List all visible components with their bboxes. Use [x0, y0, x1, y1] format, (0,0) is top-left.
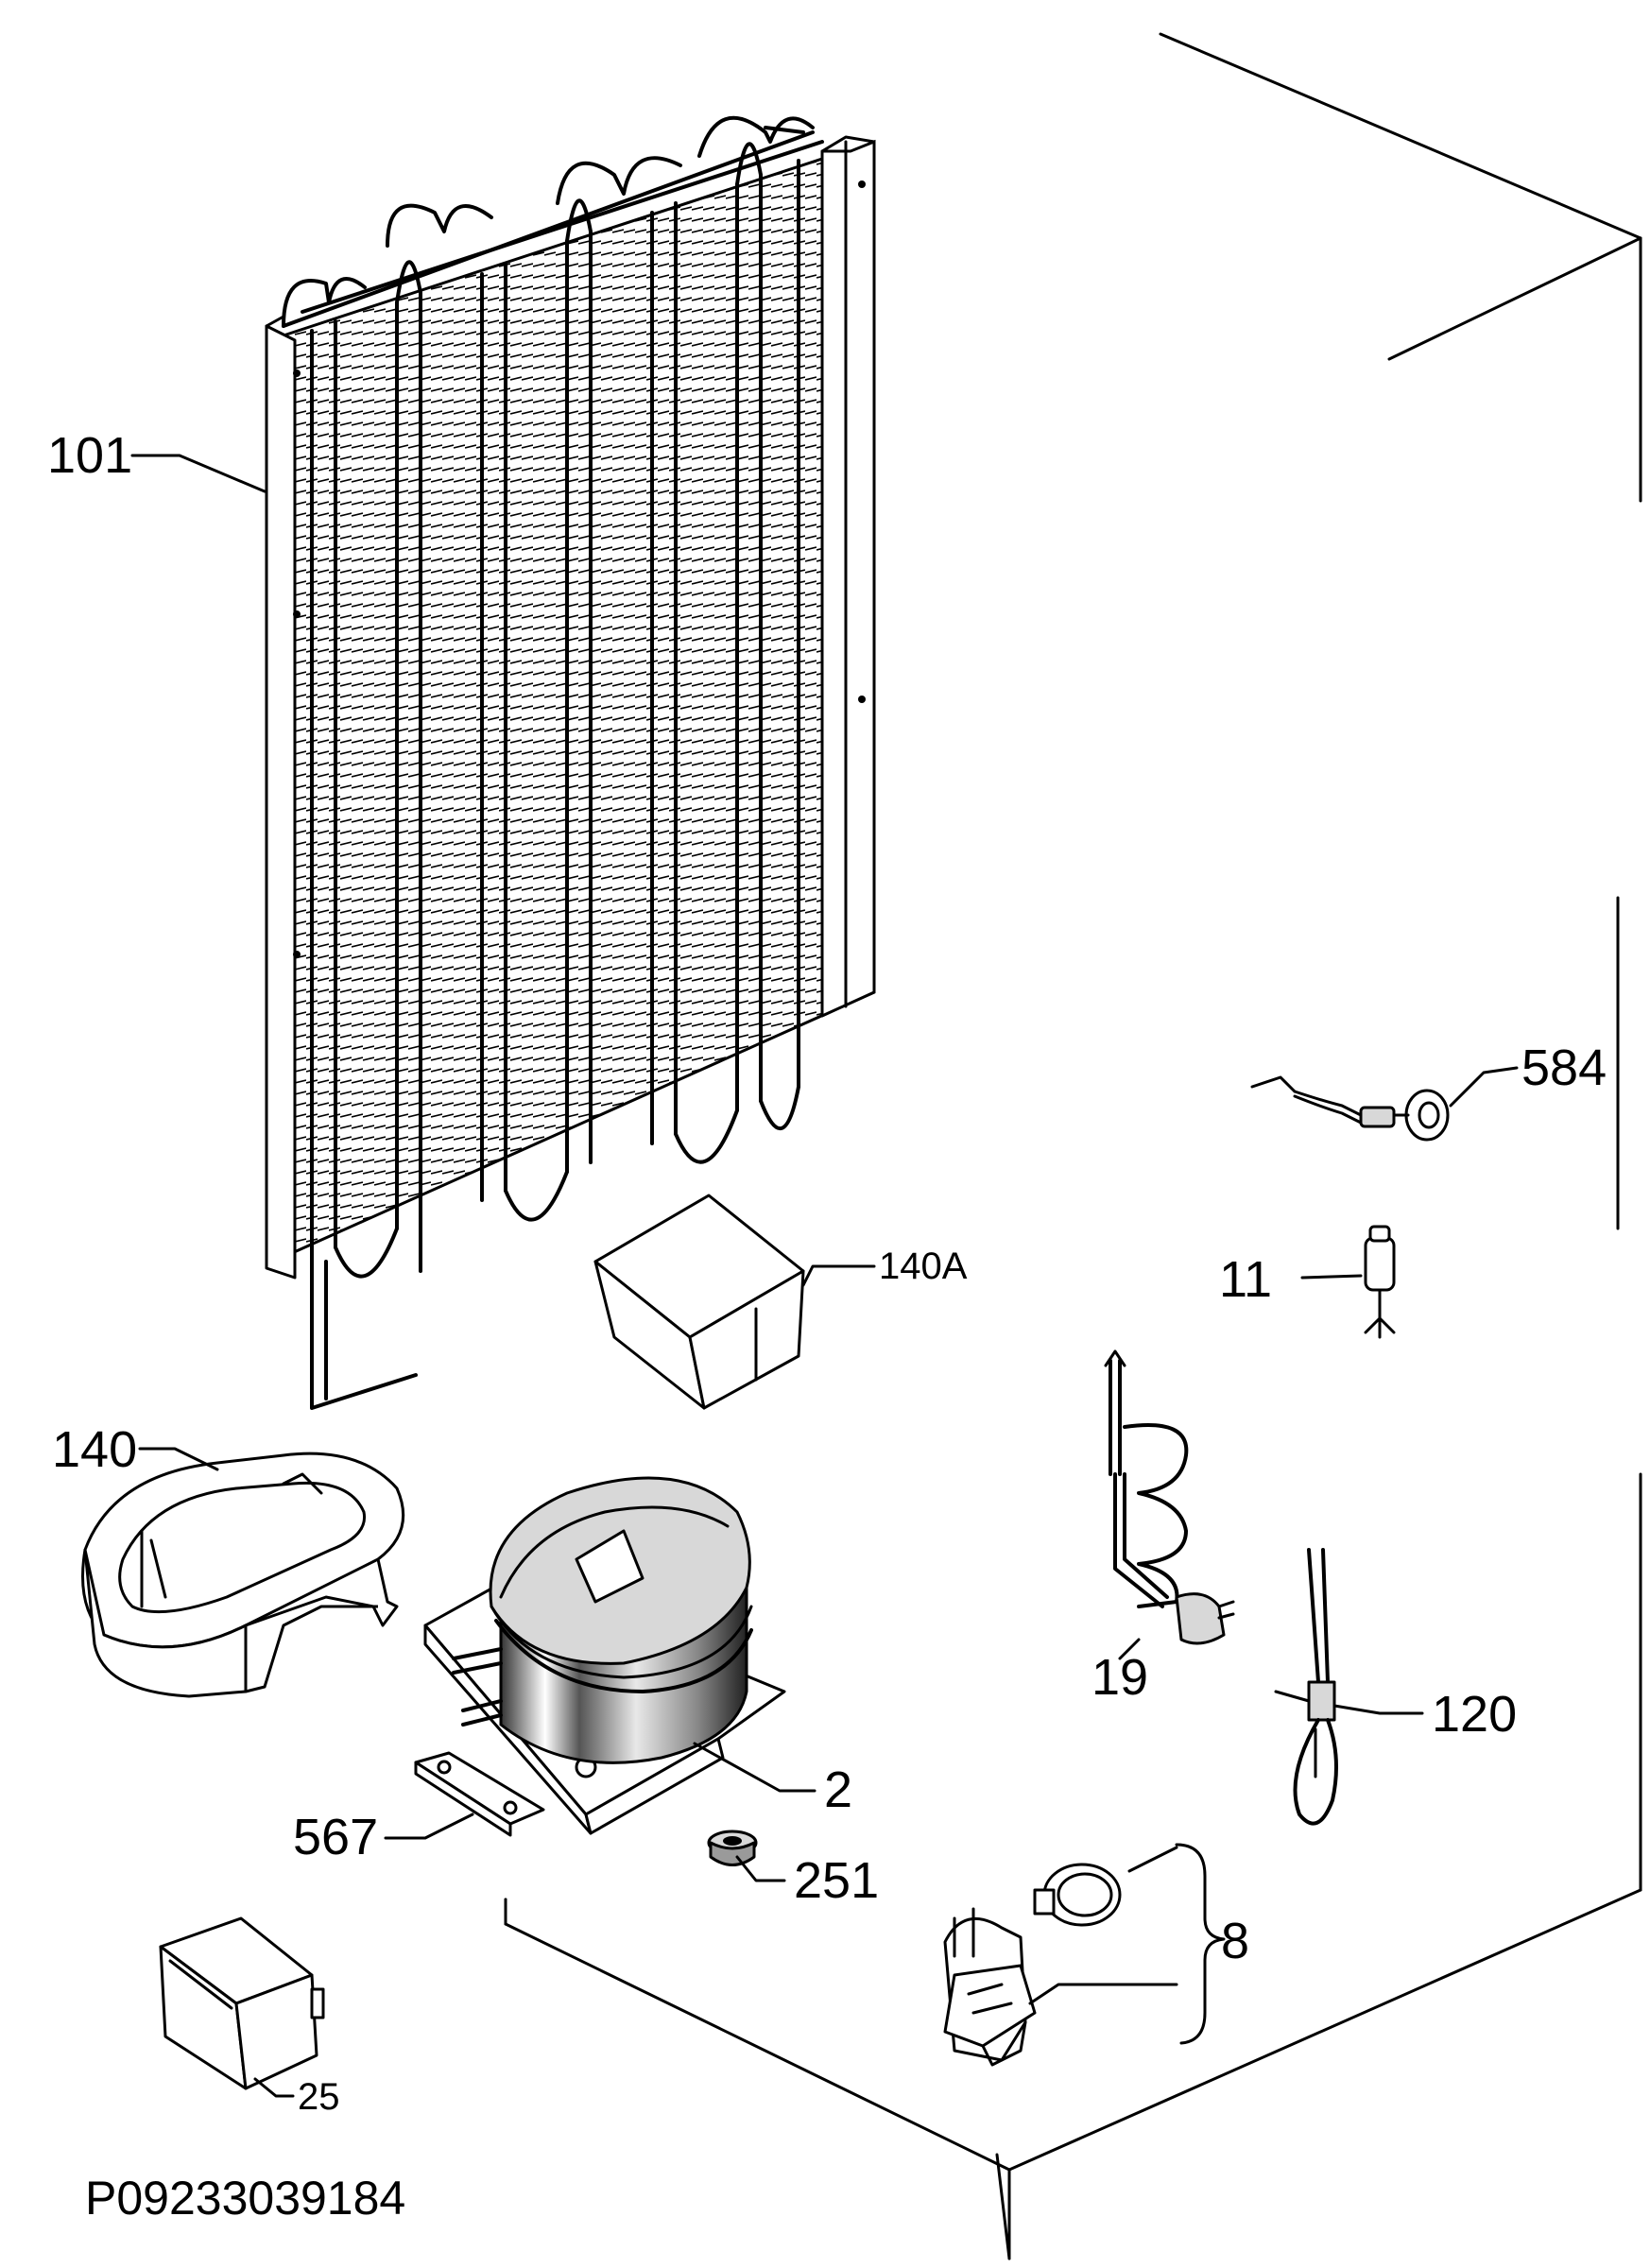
mounting-plate-567	[414, 1751, 545, 1837]
condenser-101	[265, 115, 876, 1410]
callout-567: 567	[293, 1809, 378, 1865]
callout-2: 2	[824, 1761, 852, 1818]
cover-140a	[593, 1194, 805, 1410]
grommet-251	[707, 1830, 758, 1866]
callout-25: 25	[298, 2076, 340, 2118]
power-cord-19	[1104, 1349, 1235, 1645]
callout-101: 101	[47, 427, 132, 484]
cabinet-outline	[504, 32, 1642, 2260]
callout-11: 11	[1219, 1251, 1272, 1308]
wire-harness-120	[1274, 1548, 1338, 1826]
callout-140a: 140A	[879, 1246, 968, 1287]
starter-relay-8	[943, 1863, 1122, 2067]
callout-120: 120	[1432, 1686, 1517, 1743]
connector-584	[1250, 1075, 1450, 1142]
compressor-2	[423, 1476, 786, 1835]
relay-box-25	[159, 1916, 325, 2090]
drip-tray-140	[81, 1452, 405, 1698]
callout-584: 584	[1521, 1040, 1607, 1096]
callout-8: 8	[1221, 1913, 1249, 1969]
callout-251: 251	[794, 1852, 879, 1909]
leader-lines	[130, 454, 1519, 2098]
filter-drier-11	[1364, 1225, 1396, 1339]
drawing-code: P09233039184	[85, 2172, 405, 2225]
callout-140: 140	[52, 1421, 137, 1478]
callout-19: 19	[1091, 1649, 1148, 1706]
